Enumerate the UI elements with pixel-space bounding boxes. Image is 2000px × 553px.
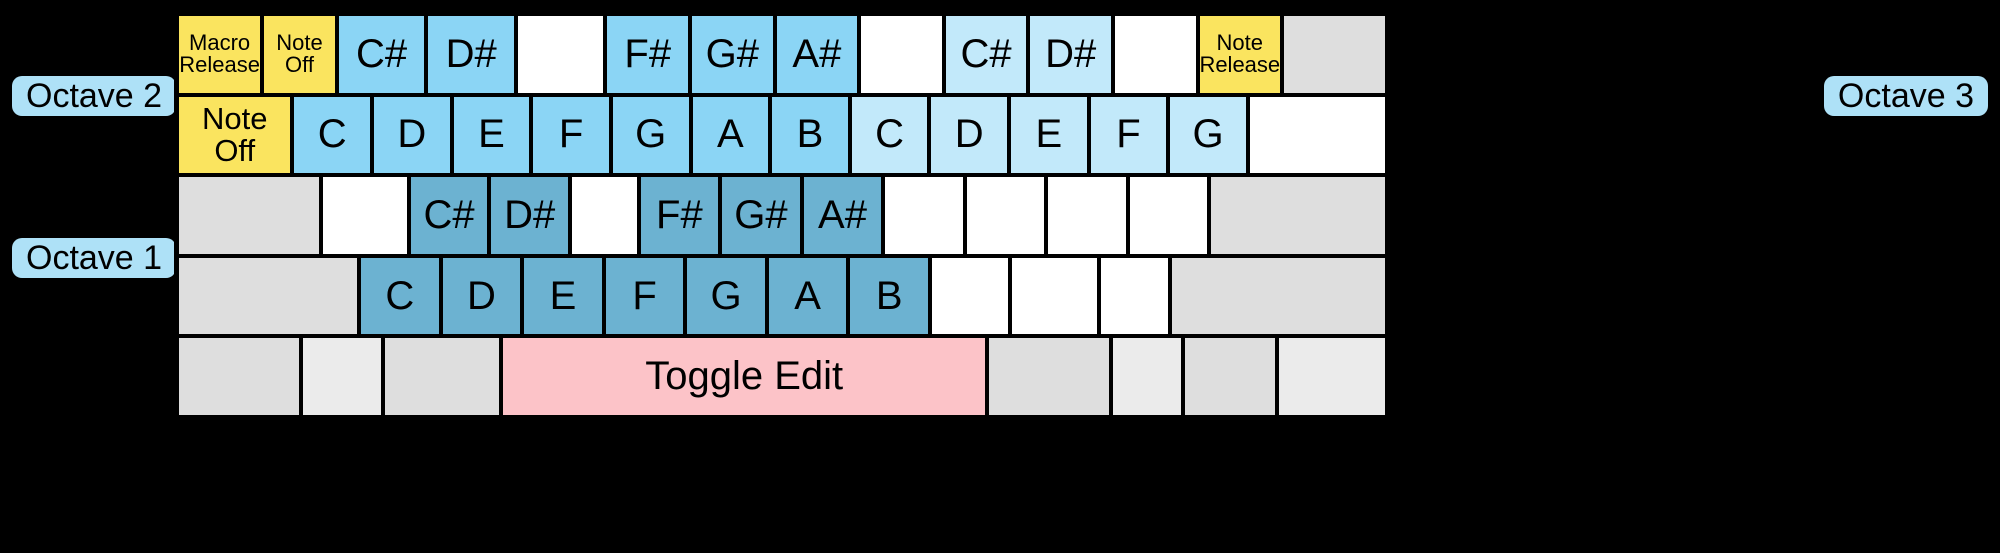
key-blank: [883, 175, 965, 256]
key-blank: [1247, 94, 1387, 176]
key-blank: [1111, 336, 1183, 417]
key-c-sharp[interactable]: C#: [336, 14, 427, 95]
key-e[interactable]: E: [451, 94, 532, 176]
key-blank: [1046, 175, 1128, 256]
key-blank: [1099, 255, 1170, 337]
key-d-sharp[interactable]: D#: [1028, 14, 1113, 95]
key-blank: [1127, 175, 1210, 256]
key-f[interactable]: F: [531, 94, 611, 176]
key-d[interactable]: D: [440, 255, 523, 337]
key-c-sharp[interactable]: C#: [408, 175, 490, 256]
key-blank: [570, 175, 639, 256]
row-bottom: Toggle Edit: [177, 336, 1387, 417]
key-a[interactable]: A: [766, 255, 849, 337]
key-a-sharp[interactable]: A#: [801, 175, 884, 256]
key-blank: [321, 175, 409, 256]
key-e[interactable]: E: [522, 255, 604, 337]
key-note-release[interactable]: Note Release: [1197, 14, 1283, 95]
key-note-off[interactable]: Note Off: [177, 94, 293, 176]
key-blank: [177, 255, 360, 337]
key-blank: [1282, 14, 1387, 95]
key-blank: [177, 175, 322, 256]
key-d[interactable]: D: [929, 94, 1009, 176]
row-octave1-sharps: C#D# F#G#A#: [177, 175, 1387, 256]
key-c[interactable]: C: [292, 94, 373, 176]
key-blank: [964, 175, 1047, 256]
key-e[interactable]: E: [1008, 94, 1089, 176]
key-d-sharp[interactable]: D#: [489, 175, 570, 256]
key-blank: [1209, 175, 1387, 256]
key-g-sharp[interactable]: G#: [690, 14, 775, 95]
key-f[interactable]: F: [603, 255, 686, 337]
key-blank: [859, 14, 944, 95]
key-c[interactable]: C: [359, 255, 441, 337]
key-blank: [382, 336, 502, 417]
key-g-sharp[interactable]: G#: [720, 175, 802, 256]
octave-1-label: Octave 1: [12, 238, 177, 278]
key-blank: [986, 336, 1112, 417]
key-d[interactable]: D: [372, 94, 452, 176]
key-macro-release[interactable]: Macro Release: [177, 14, 263, 95]
key-b[interactable]: B: [848, 255, 930, 337]
key-blank: [929, 255, 1010, 337]
key-d-sharp[interactable]: D#: [426, 14, 516, 95]
key-g[interactable]: G: [1168, 94, 1248, 176]
octave-3-label: Octave 3: [1823, 76, 1988, 116]
key-c[interactable]: C: [849, 94, 930, 176]
key-a[interactable]: A: [690, 94, 771, 176]
key-blank: [1009, 255, 1100, 337]
key-b[interactable]: B: [770, 94, 850, 176]
key-note-off[interactable]: Note Off: [262, 14, 337, 95]
key-f-sharp[interactable]: F#: [638, 175, 721, 256]
key-g[interactable]: G: [610, 94, 691, 176]
key-blank: [177, 336, 302, 417]
key-blank: [1112, 14, 1198, 95]
key-blank: [1169, 255, 1387, 337]
key-g[interactable]: G: [685, 255, 767, 337]
key-toggle-edit[interactable]: Toggle Edit: [501, 336, 987, 417]
key-blank: [301, 336, 383, 417]
key-blank: [1276, 336, 1387, 417]
key-blank: [515, 14, 606, 95]
key-f[interactable]: F: [1088, 94, 1169, 176]
key-f-sharp[interactable]: F#: [605, 14, 691, 95]
key-a-sharp[interactable]: A#: [774, 14, 860, 95]
key-c-sharp[interactable]: C#: [943, 14, 1029, 95]
key-blank: [1182, 336, 1277, 417]
octave-2-label: Octave 2: [12, 76, 177, 116]
